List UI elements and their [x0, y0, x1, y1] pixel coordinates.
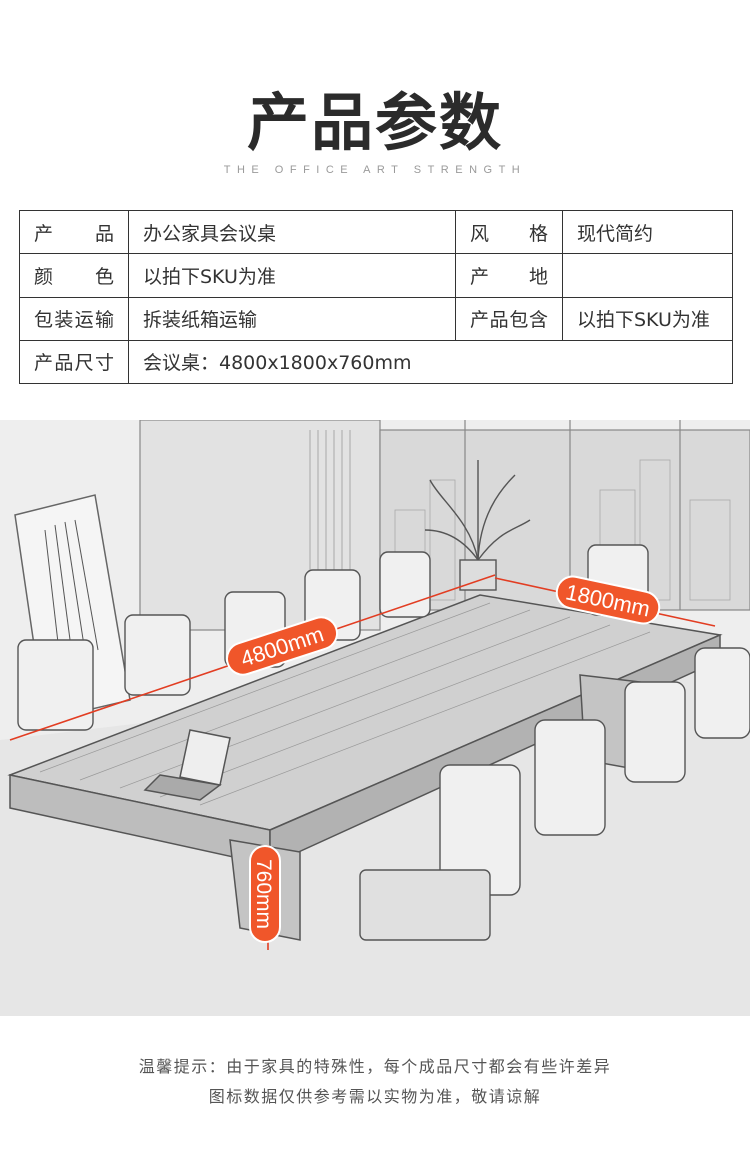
- height-badge: 760mm: [249, 845, 281, 943]
- param-label: 颜色: [19, 253, 129, 298]
- param-value: 以拍下SKU为准: [562, 296, 733, 341]
- params-table: 产品 办公家具会议桌 风格 现代简约 颜色 以拍下SKU为准 产地 包装运输 拆…: [19, 209, 733, 385]
- param-value: 会议桌：4800x1800x760mm: [128, 339, 733, 385]
- param-label: 产品尺寸: [19, 339, 129, 385]
- param-value: 以拍下SKU为准: [128, 253, 456, 298]
- notice-line-1: 温馨提示：由于家具的特殊性，每个成品尺寸都会有些许差异: [138, 1057, 612, 1076]
- page-subtitle: THE OFFICE ART STRENGTH: [223, 164, 527, 176]
- notice: 温馨提示：由于家具的特殊性，每个成品尺寸都会有些许差异 图标数据仅供参考需以实物…: [0, 1052, 750, 1112]
- page-title: 产品参数: [246, 86, 503, 159]
- param-value: 办公家具会议桌: [128, 209, 456, 255]
- param-label: 产品包含: [455, 296, 563, 341]
- notice-line-2: 图标数据仅供参考需以实物为准，敬请谅解: [208, 1087, 542, 1106]
- param-label: 风格: [455, 209, 563, 255]
- param-label: 产地: [455, 253, 563, 298]
- plant: [424, 460, 531, 591]
- table-row: 产品尺寸 会议桌：4800x1800x760mm: [19, 339, 733, 385]
- param-value: 拆装纸箱运输: [128, 296, 456, 341]
- param-label: 包装运输: [19, 296, 129, 341]
- param-label: 产品: [19, 209, 129, 255]
- param-value: [562, 253, 733, 298]
- param-value: 现代简约: [562, 209, 733, 255]
- product-illustration: 4800mm 1800mm 760mm: [0, 420, 750, 1016]
- table-row: 包装运输 拆装纸箱运输 产品包含 以拍下SKU为准: [19, 296, 733, 341]
- table-row: 产品 办公家具会议桌 风格 现代简约: [19, 209, 733, 255]
- height-label: 760mm: [252, 859, 275, 929]
- table-row: 颜色 以拍下SKU为准 产地: [19, 253, 733, 298]
